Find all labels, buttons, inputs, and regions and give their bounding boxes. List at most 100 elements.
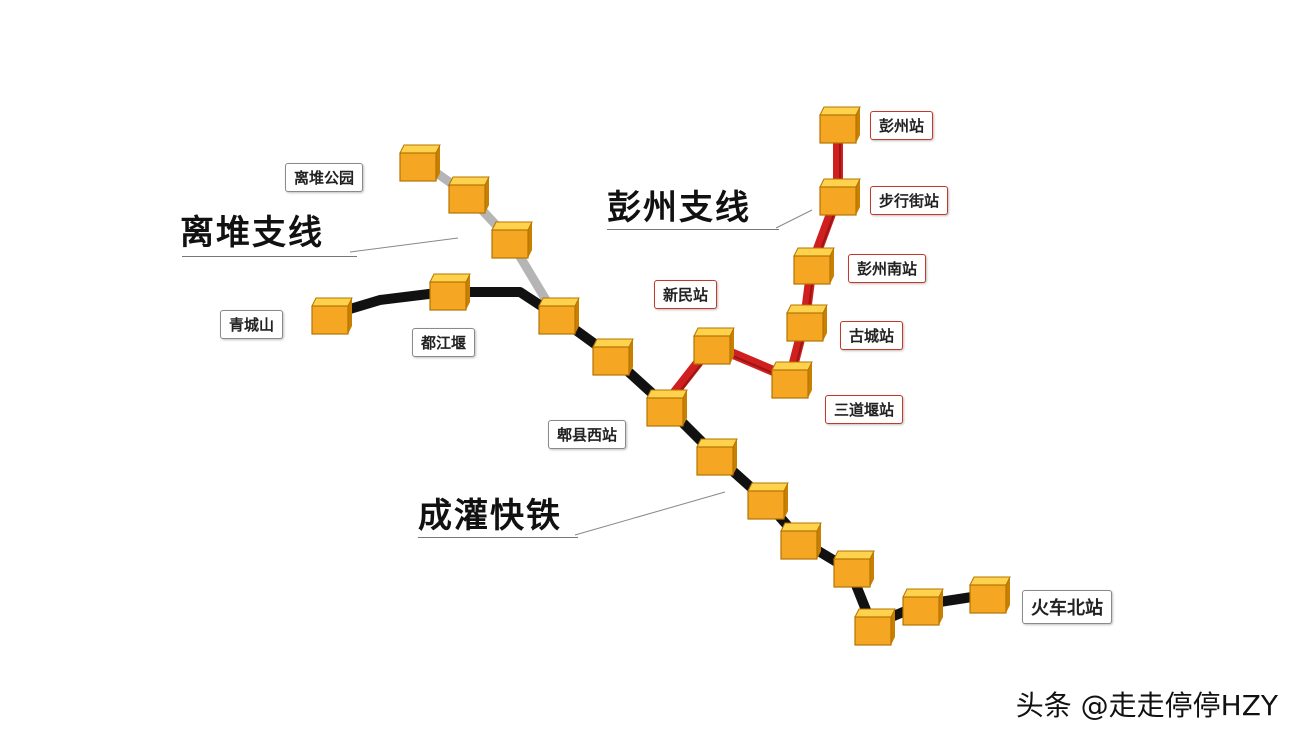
station-cube-top: [399, 144, 441, 154]
station-cube-side: [870, 551, 874, 587]
main-title-leader: [574, 491, 726, 536]
station-cube-front: [969, 584, 1007, 614]
station-cube-side: [784, 483, 788, 519]
station-cube-top: [819, 106, 861, 116]
station-cube-side: [575, 298, 579, 334]
station-cube: [819, 106, 861, 144]
lidui-title-underline: [182, 256, 357, 257]
station-cube-side: [1006, 577, 1010, 613]
station-cube-side: [466, 274, 470, 310]
main-title-underline: [418, 537, 578, 538]
station-cube-front: [854, 616, 892, 646]
station-label-pengzhou-south: 彭州南站: [848, 254, 927, 283]
station-cube: [491, 221, 533, 259]
station-cube-front: [819, 186, 857, 216]
station-cube-top: [793, 247, 835, 257]
station-cube-side: [730, 328, 734, 364]
station-label-gucheng: 古城站: [840, 321, 904, 350]
station-cube-front: [833, 558, 871, 588]
station-label-pixian-west: 郫县西站: [548, 420, 627, 449]
station-cube-front: [902, 596, 940, 626]
station-label-dujiangyan: 都江堰: [412, 328, 476, 357]
station-cube: [646, 389, 688, 427]
station-cube-front: [819, 114, 857, 144]
station-cube-front: [793, 255, 831, 285]
station-label-pengzhou: 彭州站: [870, 111, 934, 140]
station-label-lidui-park: 离堆公园: [285, 163, 364, 192]
station-cube-front: [786, 312, 824, 342]
station-label-qingchengshan: 青城山: [220, 310, 284, 339]
station-cube: [747, 482, 789, 520]
station-cube-side: [830, 248, 834, 284]
station-cube-side: [817, 523, 821, 559]
station-cube-top: [538, 297, 580, 307]
station-cube-top: [429, 273, 471, 283]
station-cube-top: [819, 178, 861, 188]
station-cube-top: [592, 338, 634, 348]
station-cube: [819, 178, 861, 216]
station-cube-front: [646, 397, 684, 427]
station-label-buxingjie: 步行街站: [870, 186, 949, 215]
station-cube-side: [939, 589, 943, 625]
station-cube-front: [771, 369, 809, 399]
station-cube-side: [629, 339, 633, 375]
pengzhou-title-leader: [775, 209, 813, 229]
main-line-title: 成灌快铁: [418, 496, 562, 536]
station-cube-top: [696, 438, 738, 448]
station-cube-front: [448, 184, 486, 214]
station-cube: [311, 297, 353, 335]
station-cube-top: [448, 176, 490, 186]
station-label-sandaoyan: 三道堰站: [825, 395, 904, 424]
station-cube-front: [491, 229, 529, 259]
pengzhou-branch-title: 彭州支线: [607, 188, 751, 228]
station-cube-top: [786, 304, 828, 314]
station-cube-front: [592, 346, 630, 376]
station-cube: [833, 550, 875, 588]
station-cube: [538, 297, 580, 335]
station-cube-top: [771, 361, 813, 371]
station-cube: [693, 327, 735, 365]
station-cube-top: [902, 588, 944, 598]
station-cube-side: [856, 179, 860, 215]
lidui-branch-track: [413, 155, 560, 320]
station-cube-top: [854, 608, 896, 618]
station-cube: [854, 608, 896, 646]
station-cube-front: [693, 335, 731, 365]
lidui-branch-title: 离堆支线: [180, 213, 324, 253]
station-cube: [969, 576, 1011, 614]
station-cube-top: [491, 221, 533, 231]
station-cubes: [311, 106, 1011, 646]
station-cube: [786, 304, 828, 342]
station-cube-side: [683, 390, 687, 426]
station-cube-side: [891, 609, 895, 645]
station-cube: [448, 176, 490, 214]
station-cube: [902, 588, 944, 626]
station-cube-top: [747, 482, 789, 492]
station-cube: [793, 247, 835, 285]
station-label-chengdu-north: 火车北站: [1022, 590, 1112, 624]
station-cube-side: [528, 222, 532, 258]
station-cube-front: [311, 305, 349, 335]
station-cube-front: [399, 152, 437, 182]
station-cube: [771, 361, 813, 399]
station-cube: [696, 438, 738, 476]
station-cube-front: [429, 281, 467, 311]
station-cube-side: [823, 305, 827, 341]
station-cube-side: [733, 439, 737, 475]
station-cube-front: [696, 446, 734, 476]
station-cube-top: [969, 576, 1011, 586]
station-cube-top: [833, 550, 875, 560]
station-cube-top: [646, 389, 688, 399]
station-cube: [429, 273, 471, 311]
station-label-xinmin: 新民站: [654, 280, 718, 309]
station-cube-side: [436, 145, 440, 181]
station-cube: [592, 338, 634, 376]
station-cube: [399, 144, 441, 182]
station-cube-front: [747, 490, 785, 520]
station-cube-side: [485, 177, 489, 213]
station-cube-front: [780, 530, 818, 560]
station-cube-side: [348, 298, 352, 334]
station-cube-top: [780, 522, 822, 532]
station-cube: [780, 522, 822, 560]
